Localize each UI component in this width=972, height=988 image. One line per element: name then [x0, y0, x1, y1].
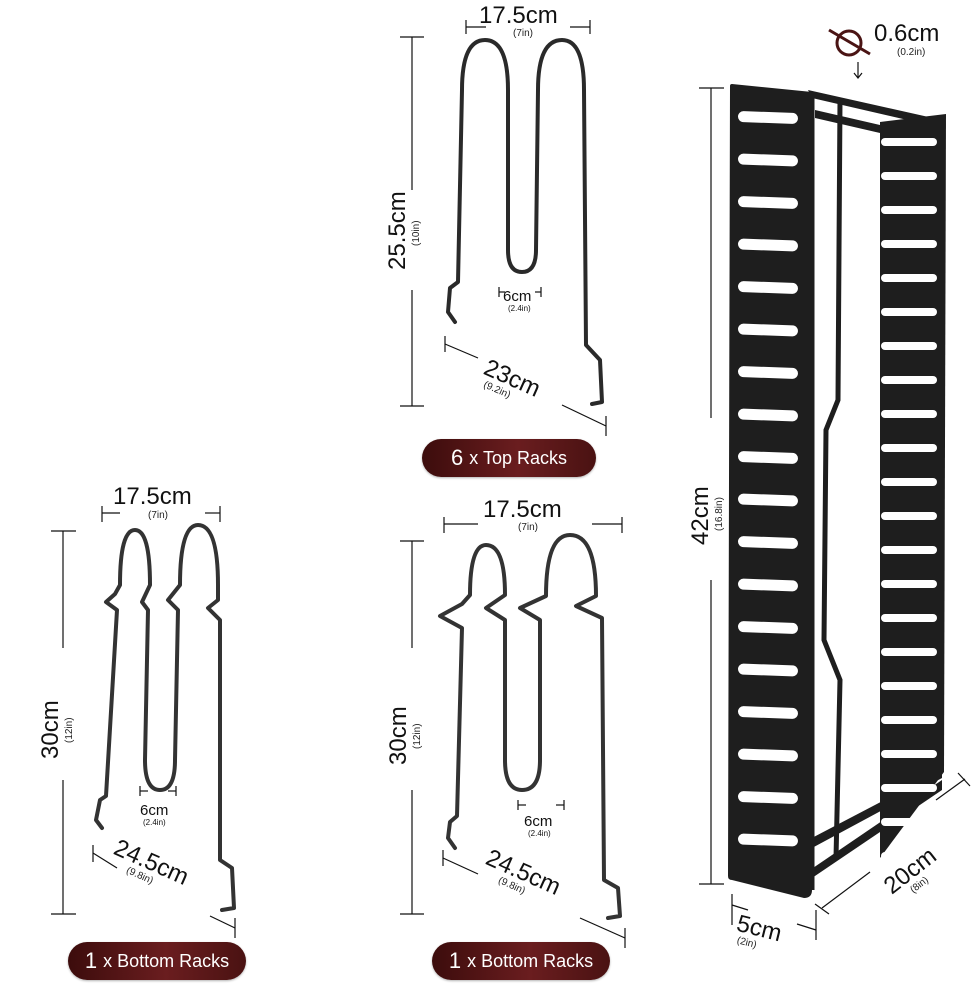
wire-diameter-cm: 0.6cm — [874, 20, 940, 47]
bottom-left-height-cm: 30cm — [37, 700, 64, 759]
bottom-left-height-in: (12in) — [64, 717, 75, 743]
organizer-slots — [737, 111, 937, 860]
top-rack-dimension-lines — [400, 20, 607, 436]
bottom-right-qty: 1 — [448, 948, 462, 973]
organizer-dimension-lines — [699, 87, 971, 940]
bottom-right-width-in: (7in) — [518, 522, 539, 533]
organizer-height-in: (16.8in) — [714, 497, 725, 531]
bottom-left-height-label: 30cm (12in) — [37, 669, 79, 759]
bottom-rack-left-wire — [94, 523, 236, 912]
organizer-height-cm: 42cm — [687, 486, 714, 545]
organizer-height-label: 42cm (16.8in) — [687, 455, 733, 545]
bottom-right-gap-cm: 6cm — [524, 813, 553, 830]
bottom-left-gap-cm: 6cm — [140, 802, 169, 819]
bottom-rack-left-dimension-lines — [51, 506, 236, 938]
top-rack-width-in: (7in) — [513, 28, 534, 39]
bottom-right-gap-in: (2.4in) — [528, 829, 551, 838]
bottom-right-quantity-badge: 1 x Bottom Racks — [432, 942, 610, 980]
top-rack-width-cm: 17.5cm — [479, 2, 558, 29]
top-rack-height-label: 25.5cm (10in) — [384, 170, 426, 270]
bottom-right-width-cm: 17.5cm — [483, 496, 562, 523]
wire-diameter-in: (0.2in) — [897, 47, 926, 58]
bottom-left-gap-in: (2.4in) — [143, 818, 166, 827]
top-racks-label: x Top Racks — [469, 447, 567, 468]
bottom-left-width-in: (7in) — [148, 510, 169, 521]
top-rack-wire — [446, 38, 604, 406]
bottom-left-quantity-badge: 1 x Bottom Racks — [68, 942, 246, 980]
bottom-right-label: x Bottom Racks — [467, 950, 594, 971]
bottom-rack-right-dimension-lines — [400, 517, 626, 948]
bottom-rack-right-wire — [438, 533, 622, 920]
top-rack-height-in: (10in) — [411, 220, 422, 246]
bottom-left-width-cm: 17.5cm — [113, 483, 192, 510]
top-rack-gap-cm: 6cm — [503, 288, 532, 305]
top-racks-quantity-badge: 6 x Top Racks — [422, 439, 596, 477]
top-racks-qty: 6 — [451, 445, 464, 470]
bottom-left-qty: 1 — [84, 948, 98, 973]
bottom-left-label: x Bottom Racks — [103, 950, 230, 971]
bottom-right-height-cm: 30cm — [385, 706, 412, 765]
wire-diameter-icon — [828, 28, 871, 57]
top-rack-height-cm: 25.5cm — [384, 191, 411, 270]
bottom-right-height-label: 30cm (12in) — [385, 675, 427, 765]
bottom-right-height-in: (12in) — [412, 723, 423, 749]
down-arrow-icon — [853, 62, 863, 79]
top-rack-gap-in: (2.4in) — [508, 304, 531, 313]
